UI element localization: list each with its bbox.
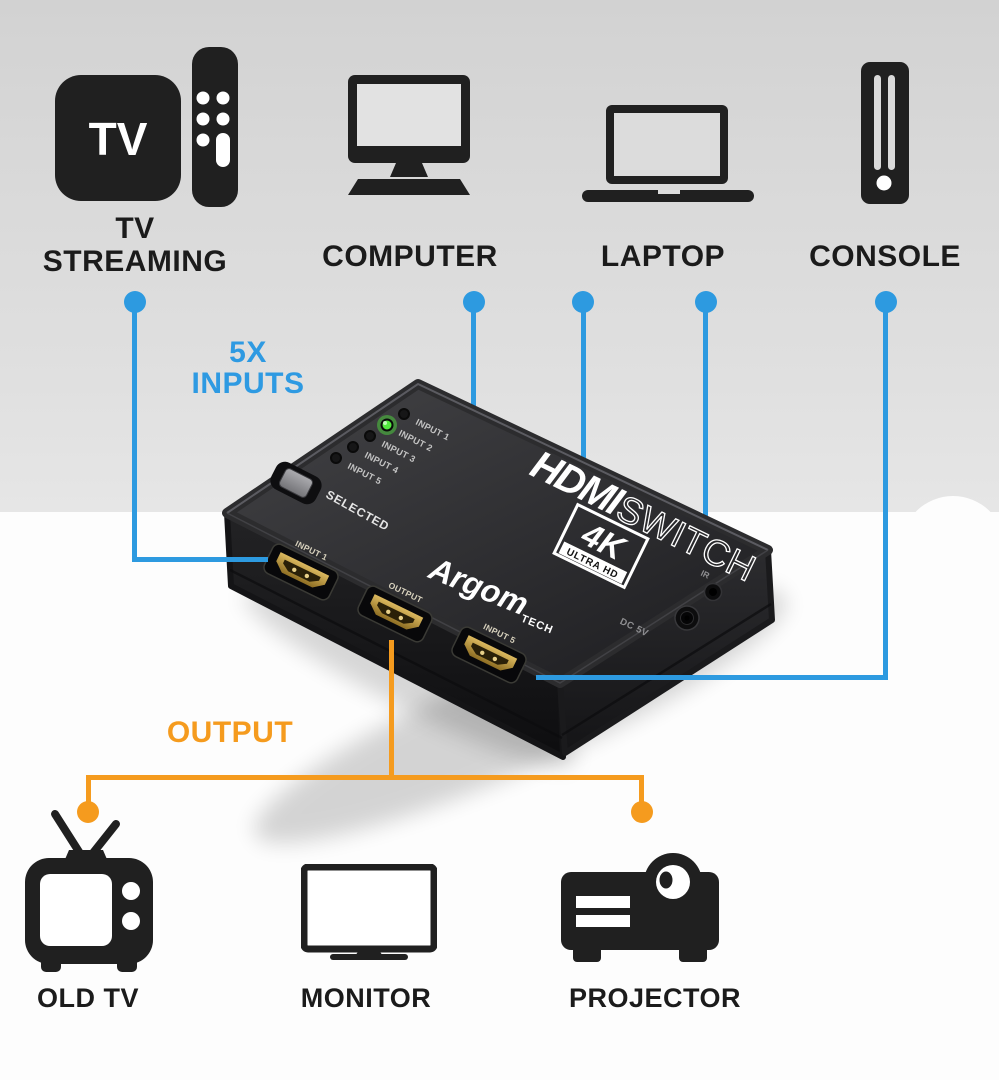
label-laptop: LAPTOP: [600, 240, 726, 273]
connector-dot-console: [875, 291, 897, 313]
label-projector: PROJECTOR: [568, 983, 742, 1013]
laptop-icon: [582, 105, 754, 202]
connector-output: [389, 640, 394, 780]
inputs-annotation-line2: INPUTS: [191, 367, 305, 400]
computer-icon: [348, 75, 470, 199]
connector-projector: [639, 778, 644, 806]
tv-streaming-icon: TV: [53, 45, 243, 209]
connector-dot-old-tv: [77, 801, 99, 823]
connector-dot-laptop-2: [695, 291, 717, 313]
inputs-annotation-line1: 5X: [229, 336, 267, 369]
tv-box-text: TV: [89, 113, 148, 165]
dc-power-jack: [674, 605, 700, 631]
backdrop-cloud: [905, 626, 935, 656]
connector-old-tv: [86, 778, 91, 806]
console-icon: [861, 62, 909, 204]
projector-icon: [561, 852, 721, 964]
ir-label: IR: [699, 568, 711, 581]
label-old-tv: OLD TV: [37, 983, 139, 1013]
label-tv-streaming: TV STREAMING: [10, 212, 260, 278]
old-tv-icon: [23, 808, 157, 978]
connector-dot-laptop: [572, 291, 594, 313]
hdmi-port-input-1: INPUT 1: [263, 538, 339, 601]
connector-dot-projector: [631, 801, 653, 823]
monitor-icon: [301, 864, 437, 960]
ir-port: [703, 582, 723, 602]
connector-output-h: [86, 775, 644, 780]
select-button: [270, 461, 322, 505]
label-tv-streaming-line2: STREAMING: [42, 245, 228, 278]
label-tv-streaming-line1: TV: [115, 212, 155, 245]
inputs-annotation: 5X INPUTS: [148, 337, 348, 399]
connector-computer: [471, 302, 476, 430]
label-console: CONSOLE: [809, 240, 961, 273]
connector-console-h: [536, 675, 888, 680]
connector-laptop: [581, 302, 586, 482]
output-annotation: OUTPUT: [166, 716, 294, 749]
label-monitor: MONITOR: [300, 983, 432, 1013]
connector-dot-computer: [463, 291, 485, 313]
connector-console: [883, 302, 888, 680]
label-computer: COMPUTER: [322, 240, 498, 273]
connector-laptop-2: [703, 302, 708, 540]
backdrop-cloud: [901, 496, 999, 600]
connector-dot-tv-streaming: [124, 291, 146, 313]
connector-tv-streaming-h: [132, 557, 268, 562]
connector-tv-streaming: [132, 302, 137, 562]
